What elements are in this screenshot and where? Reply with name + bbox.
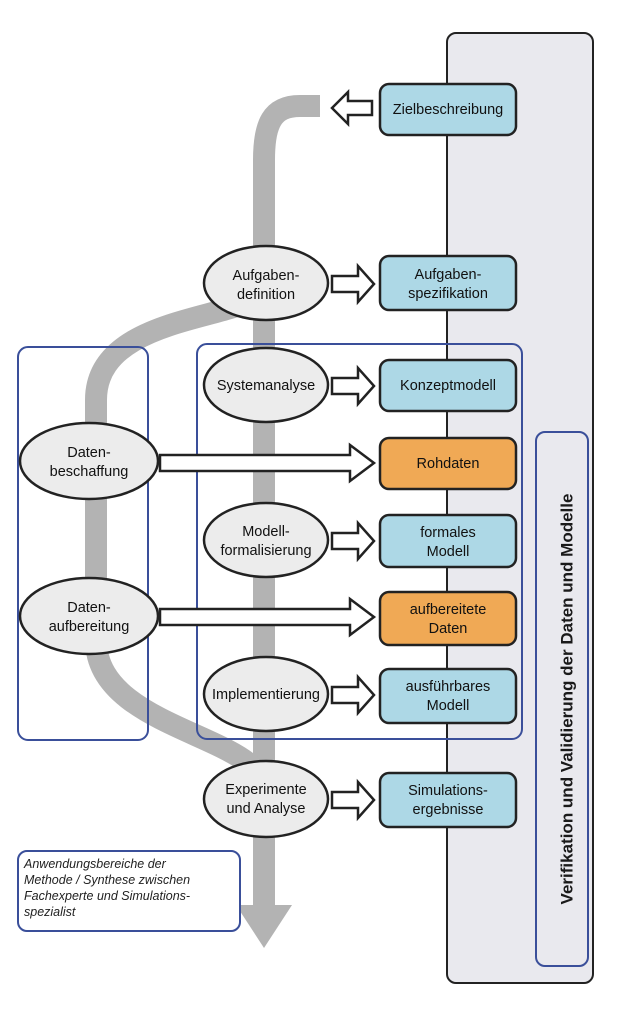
process-implementierung-line-1: Implementierung (212, 687, 320, 703)
result-formales-modell-line-1: formales (420, 525, 476, 541)
model-frame (196, 343, 523, 740)
process-aufgabendefinition-line-1: Aufgaben- (233, 268, 300, 284)
process-modellformalisierung-line-1: Modell- (242, 524, 290, 540)
result-aufgabenspezifikation-line-2: spezifikation (408, 286, 488, 302)
process-systemanalyse: Systemanalyse (202, 346, 330, 424)
process-experimente: Experimente und Analyse (202, 759, 330, 839)
process-modellformalisierung: Modell- formalisierung (202, 501, 330, 579)
arrow-datenaufbereitung (158, 596, 377, 638)
result-konzeptmodell: Konzeptmodell (378, 358, 518, 413)
result-simulationsergebnisse: Simulations- ergebnisse (378, 771, 518, 829)
legend-note-line-1: Anwendungsbereiche der (24, 857, 166, 871)
arrow-aufgabendefinition (330, 262, 376, 306)
process-datenbeschaffung: Daten- beschaffung (18, 421, 160, 501)
result-ausfuehrbares-modell-line-1: ausführbares (406, 679, 491, 695)
legend-note-line-2: Methode / Synthese zwischen (24, 873, 191, 887)
arrow-implementierung (330, 673, 376, 717)
process-systemanalyse-line-1: Systemanalyse (217, 378, 315, 394)
process-modellformalisierung-line-2: formalisierung (220, 543, 311, 559)
flow-arrowhead (236, 905, 292, 948)
result-zielbeschreibung: Zielbeschreibung (378, 82, 518, 137)
result-simulationsergebnisse-line-1: Simulations- (408, 783, 488, 799)
arrow-systemanalyse (330, 364, 376, 408)
result-ausfuehrbares-modell: ausführbares Modell (378, 667, 518, 725)
result-aufbereitete-daten: aufbereitete Daten (378, 590, 518, 647)
legend-note-frame (17, 850, 241, 932)
arrow-experimente (330, 778, 376, 822)
process-aufgabendefinition-line-2: definition (237, 287, 295, 303)
legend-note-line-4: spezialist (24, 905, 76, 919)
process-datenbeschaffung-line-2: beschaffung (50, 464, 129, 480)
process-experimente-line-2: und Analyse (226, 801, 305, 817)
result-simulationsergebnisse-line-2: ergebnisse (413, 802, 484, 818)
process-implementierung: Implementierung (202, 655, 330, 733)
process-datenbeschaffung-line-1: Daten- (67, 445, 111, 461)
flow-path-branch (253, 95, 320, 900)
process-datenaufbereitung-line-1: Daten- (67, 600, 111, 616)
verification-label: Verifikation und Validierung der Daten u… (557, 494, 576, 905)
result-rohdaten-line-1: Rohdaten (417, 456, 480, 472)
result-ausfuehrbares-modell-line-2: Modell (427, 698, 470, 714)
result-konzeptmodell-line-1: Konzeptmodell (400, 378, 496, 394)
process-aufgabendefinition: Aufgaben- definition (202, 244, 330, 322)
arrow-datenbeschaffung (158, 442, 377, 484)
result-formales-modell-line-2: Modell (427, 544, 470, 560)
process-datenaufbereitung: Daten- aufbereitung (18, 576, 160, 656)
verification-label-frame (535, 431, 589, 967)
result-aufgabenspezifikation: Aufgaben- spezifikation (378, 254, 518, 312)
process-experimente-line-1: Experimente (225, 782, 306, 798)
data-frame (17, 346, 149, 741)
result-aufgabenspezifikation-line-1: Aufgaben- (415, 267, 482, 283)
legend-note-line-3: Fachexperte und Simulations- (24, 889, 191, 903)
result-aufbereitete-daten-line-2: Daten (429, 621, 468, 637)
result-rohdaten: Rohdaten (378, 436, 518, 491)
result-zielbeschreibung-line-1: Zielbeschreibung (393, 102, 503, 118)
process-datenaufbereitung-line-2: aufbereitung (49, 619, 130, 635)
result-formales-modell: formales Modell (378, 513, 518, 569)
arrow-to-zielbeschreibung (330, 88, 374, 128)
result-aufbereitete-daten-line-1: aufbereitete (410, 602, 487, 618)
arrow-modellformalisierung (330, 519, 376, 563)
legend-note: Anwendungsbereiche der Methode / Synthes… (24, 856, 242, 920)
